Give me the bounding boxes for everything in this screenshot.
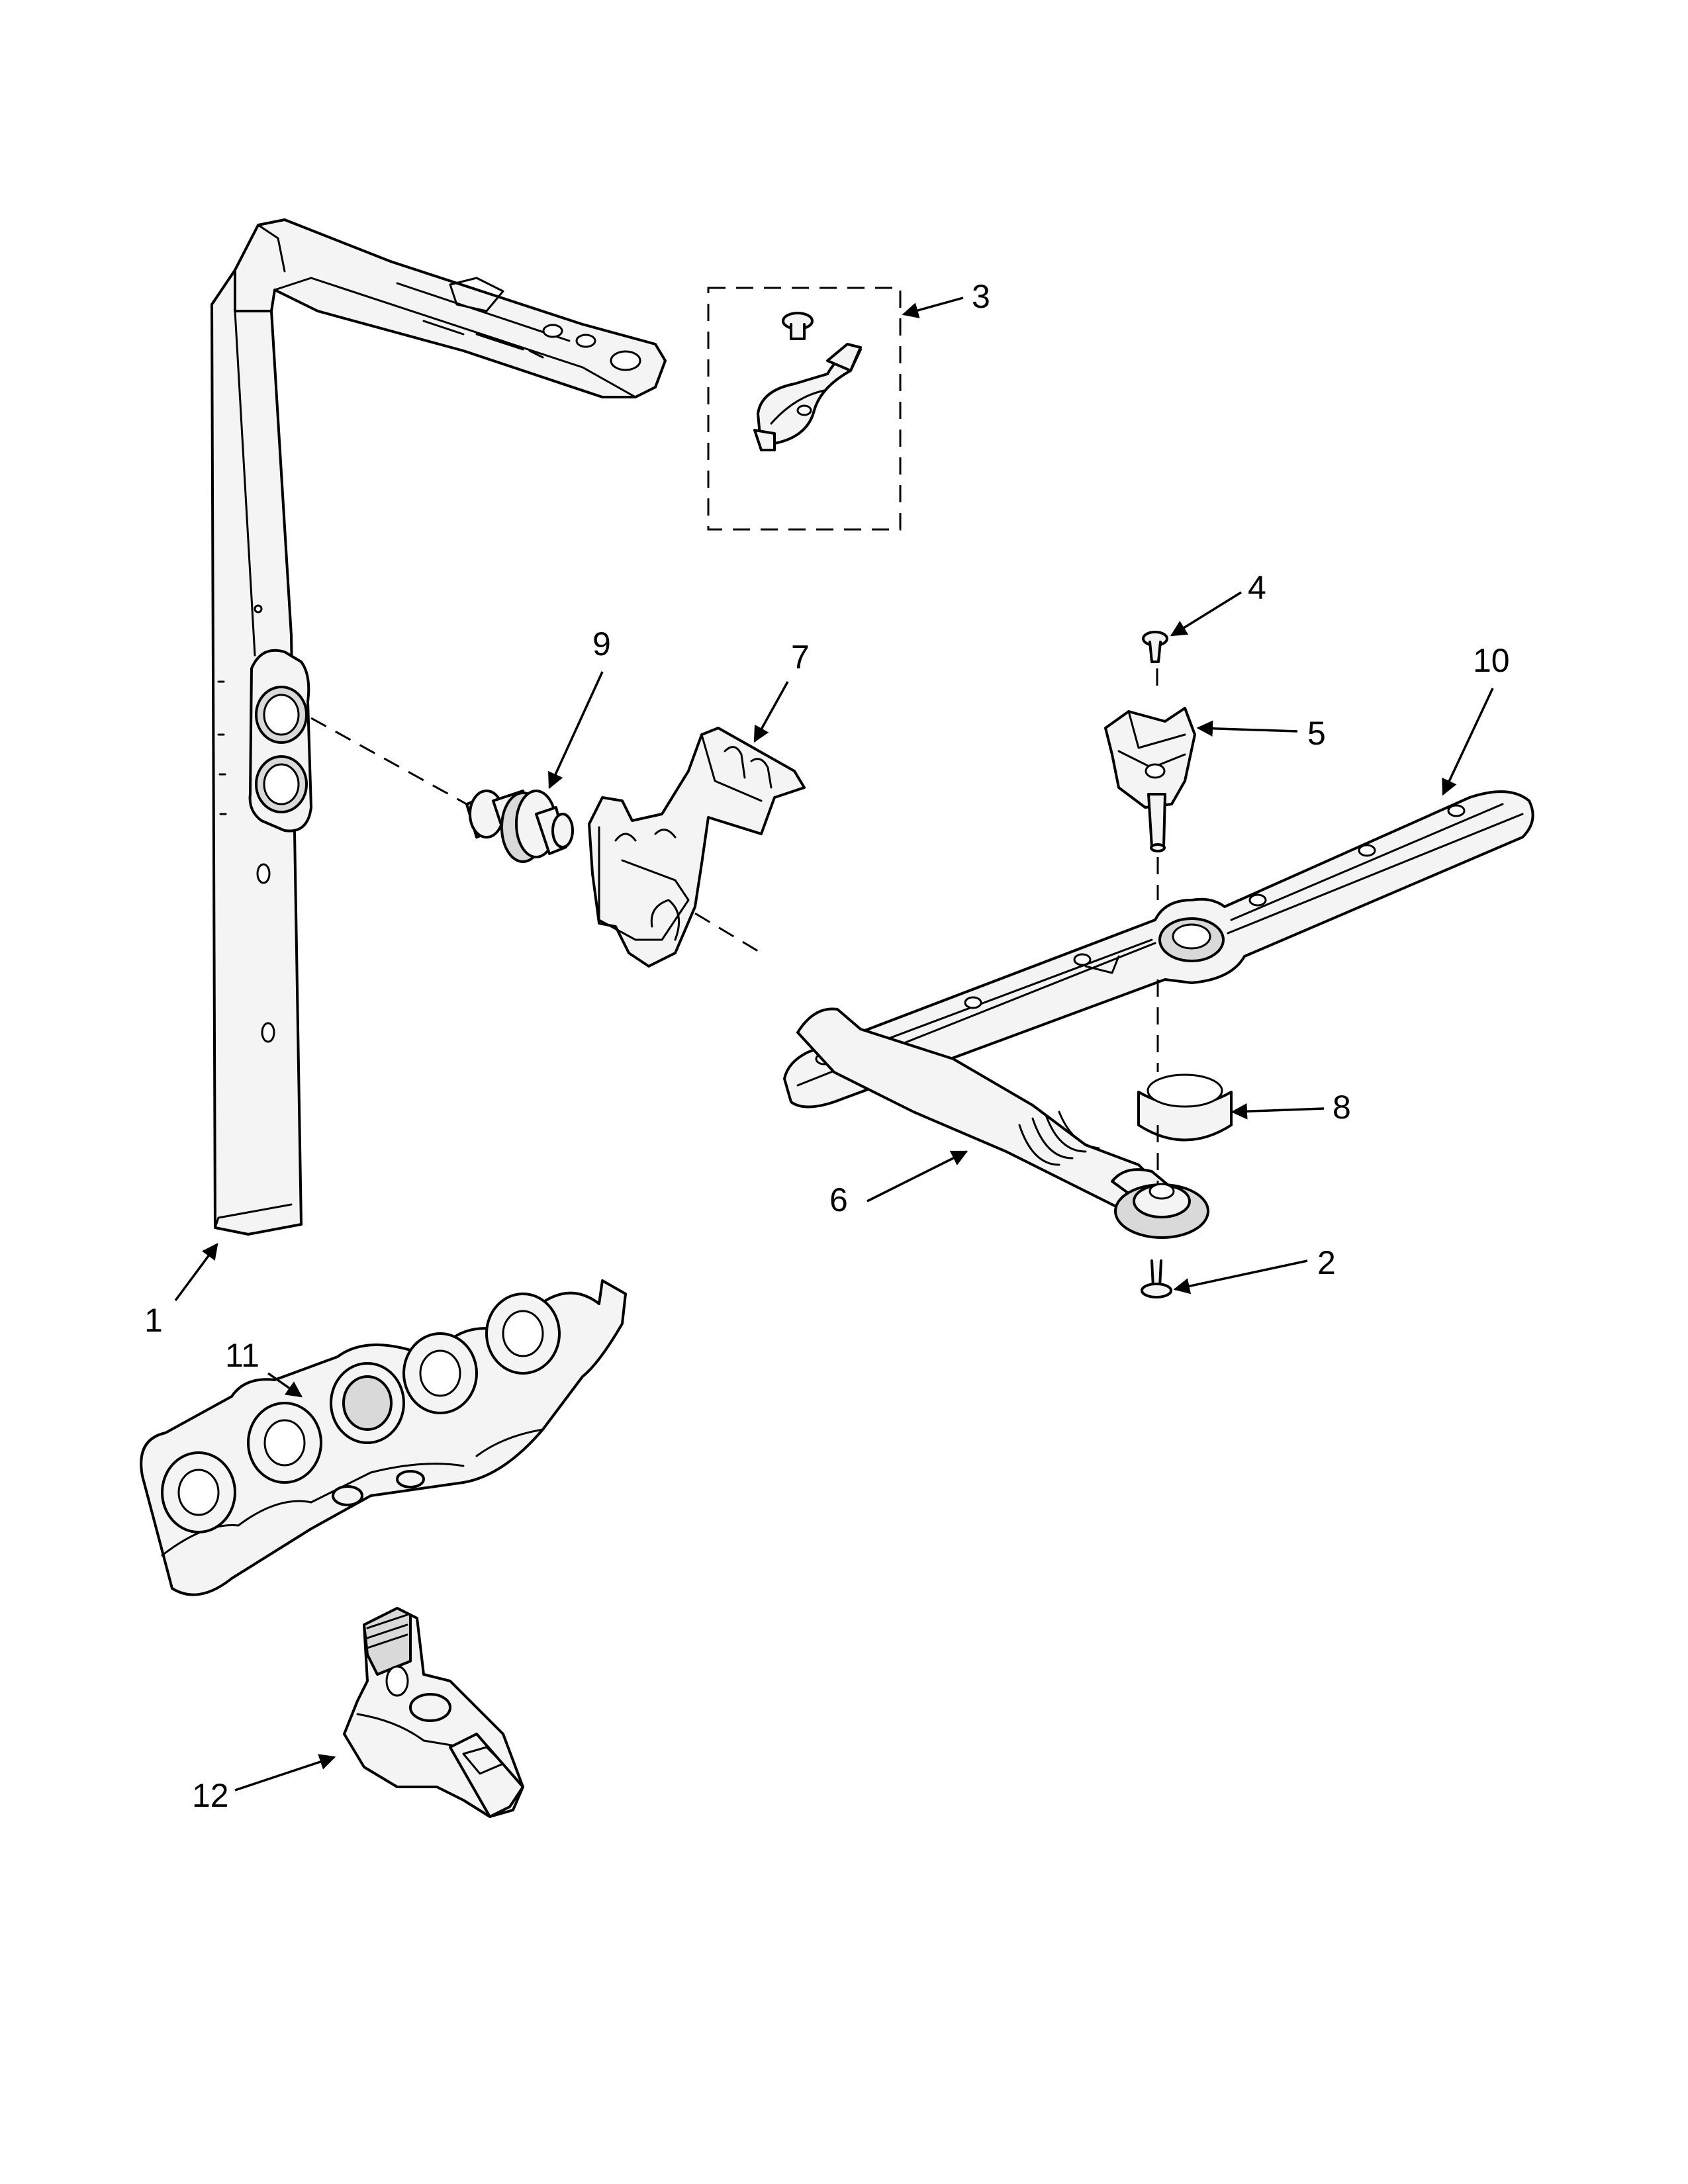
callout-11: 11 xyxy=(225,1337,259,1374)
callout-8: 8 xyxy=(1333,1089,1351,1126)
callout-3: 3 xyxy=(972,278,990,315)
callout-10: 10 xyxy=(1473,642,1510,679)
leader-lines xyxy=(174,296,1494,1792)
leader-6 xyxy=(867,1150,968,1203)
hub-bracket-part xyxy=(1104,707,1196,852)
leader-4 xyxy=(1170,591,1242,637)
screw-top-part xyxy=(1142,631,1168,663)
callout-5: 5 xyxy=(1307,715,1326,752)
screw-bottom-part xyxy=(1141,1259,1172,1298)
leader-11 xyxy=(267,1372,303,1398)
kit-box-part xyxy=(707,287,902,531)
manifold-tube-part xyxy=(211,218,667,1236)
leader-8 xyxy=(1231,1103,1325,1120)
callout-12: 12 xyxy=(192,1777,229,1814)
leader-5 xyxy=(1196,720,1298,737)
diverter-housing-part xyxy=(140,1279,627,1596)
leader-3 xyxy=(902,296,964,318)
callout-2: 2 xyxy=(1317,1244,1336,1281)
leader-10 xyxy=(1442,688,1494,796)
leader-9 xyxy=(548,671,604,790)
leader-12 xyxy=(234,1754,336,1792)
callout-4: 4 xyxy=(1248,569,1266,606)
feed-tube-part xyxy=(796,1007,1209,1239)
alignment-lines xyxy=(310,668,1159,1185)
actuator-part xyxy=(343,1607,524,1818)
callout-9: 9 xyxy=(592,625,611,662)
clip-bracket-part xyxy=(588,727,806,968)
leader-7 xyxy=(753,681,789,743)
callout-labels: 1 2 3 4 5 6 7 8 9 10 11 12 xyxy=(144,278,1510,1814)
callout-7: 7 xyxy=(791,639,810,676)
callout-6: 6 xyxy=(829,1181,848,1218)
fitting-part xyxy=(465,790,574,863)
ring-part xyxy=(1137,1073,1233,1142)
leader-1 xyxy=(174,1243,218,1302)
callout-1: 1 xyxy=(144,1302,163,1339)
leader-2 xyxy=(1173,1259,1308,1295)
